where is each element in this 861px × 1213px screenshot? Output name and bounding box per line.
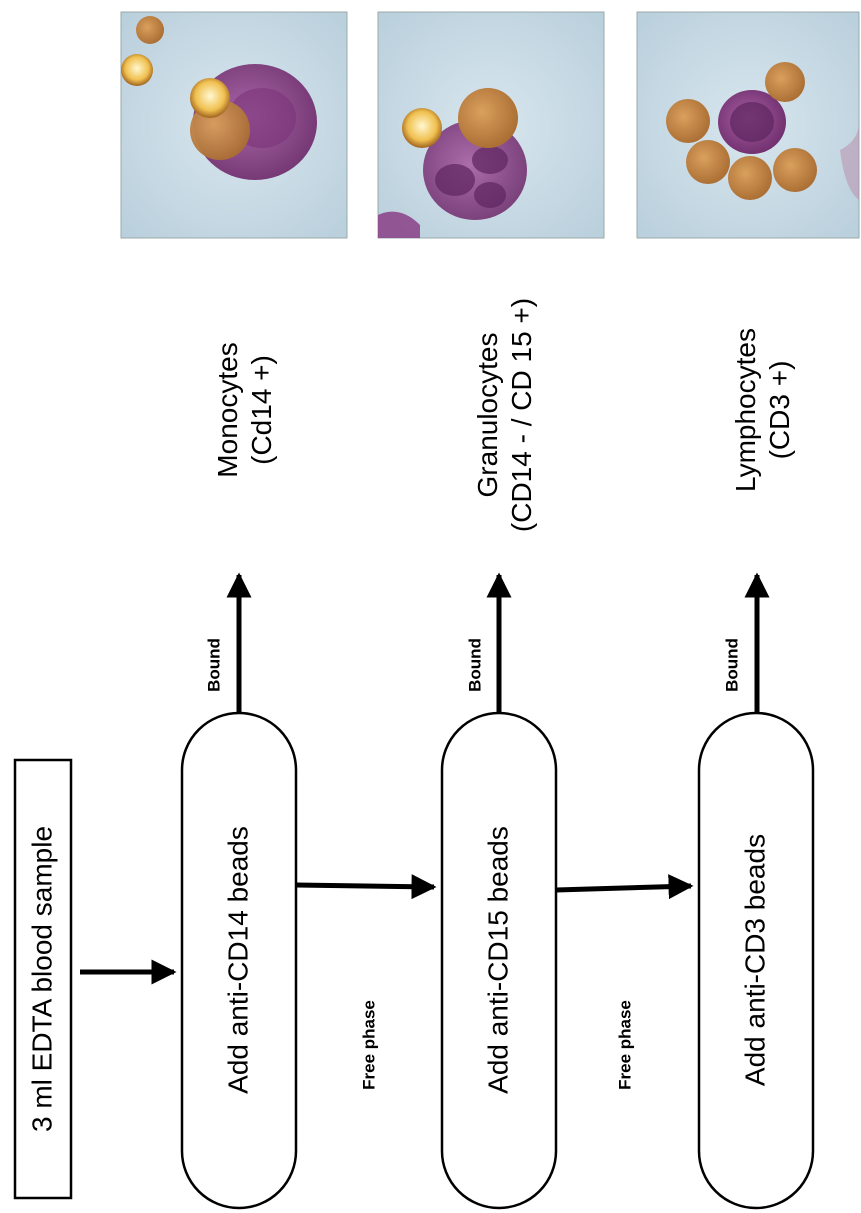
granulocyte-micrograph bbox=[378, 12, 604, 238]
lymphocyte-micrograph bbox=[637, 12, 859, 238]
output-lymphocytes-marker: (CD3 +) bbox=[764, 361, 795, 460]
output-lymphocytes: Lymphocytes (CD3 +) bbox=[730, 328, 795, 492]
bound-label-1: Bound bbox=[204, 638, 223, 692]
step-2-pill: Add anti-CD15 beads bbox=[442, 713, 556, 1208]
output-monocytes-name: Monocytes bbox=[212, 342, 243, 477]
output-granulocytes-name: Granulocytes bbox=[472, 333, 503, 498]
start-box-label: 3 ml EDTA blood sample bbox=[26, 826, 57, 1132]
free-phase-label-1: Free phase bbox=[359, 1000, 378, 1090]
bound-label-2: Bound bbox=[465, 638, 484, 692]
output-lymphocytes-name: Lymphocytes bbox=[730, 328, 761, 492]
step-3-label: Add anti-CD3 beads bbox=[739, 834, 770, 1086]
step-2-label: Add anti-CD15 beads bbox=[482, 826, 513, 1094]
bound-label-3: Bound bbox=[722, 638, 741, 692]
arrow-free-phase-2 bbox=[556, 886, 691, 890]
output-granulocytes: Granulocytes (CD14 - / CD 15 +) bbox=[472, 298, 537, 532]
output-granulocytes-marker: (CD14 - / CD 15 +) bbox=[506, 298, 537, 532]
monocyte-micrograph bbox=[121, 12, 347, 238]
output-monocytes: Monocytes (Cd14 +) bbox=[212, 342, 277, 477]
free-phase-label-2: Free phase bbox=[615, 1000, 634, 1090]
arrow-free-phase-1 bbox=[296, 885, 434, 887]
step-1-pill: Add anti-CD14 beads bbox=[182, 713, 296, 1208]
step-1-label: Add anti-CD14 beads bbox=[222, 826, 253, 1094]
step-3-pill: Add anti-CD3 beads bbox=[699, 713, 813, 1208]
output-monocytes-marker: (Cd14 +) bbox=[246, 355, 277, 465]
start-box: 3 ml EDTA blood sample bbox=[15, 760, 71, 1198]
